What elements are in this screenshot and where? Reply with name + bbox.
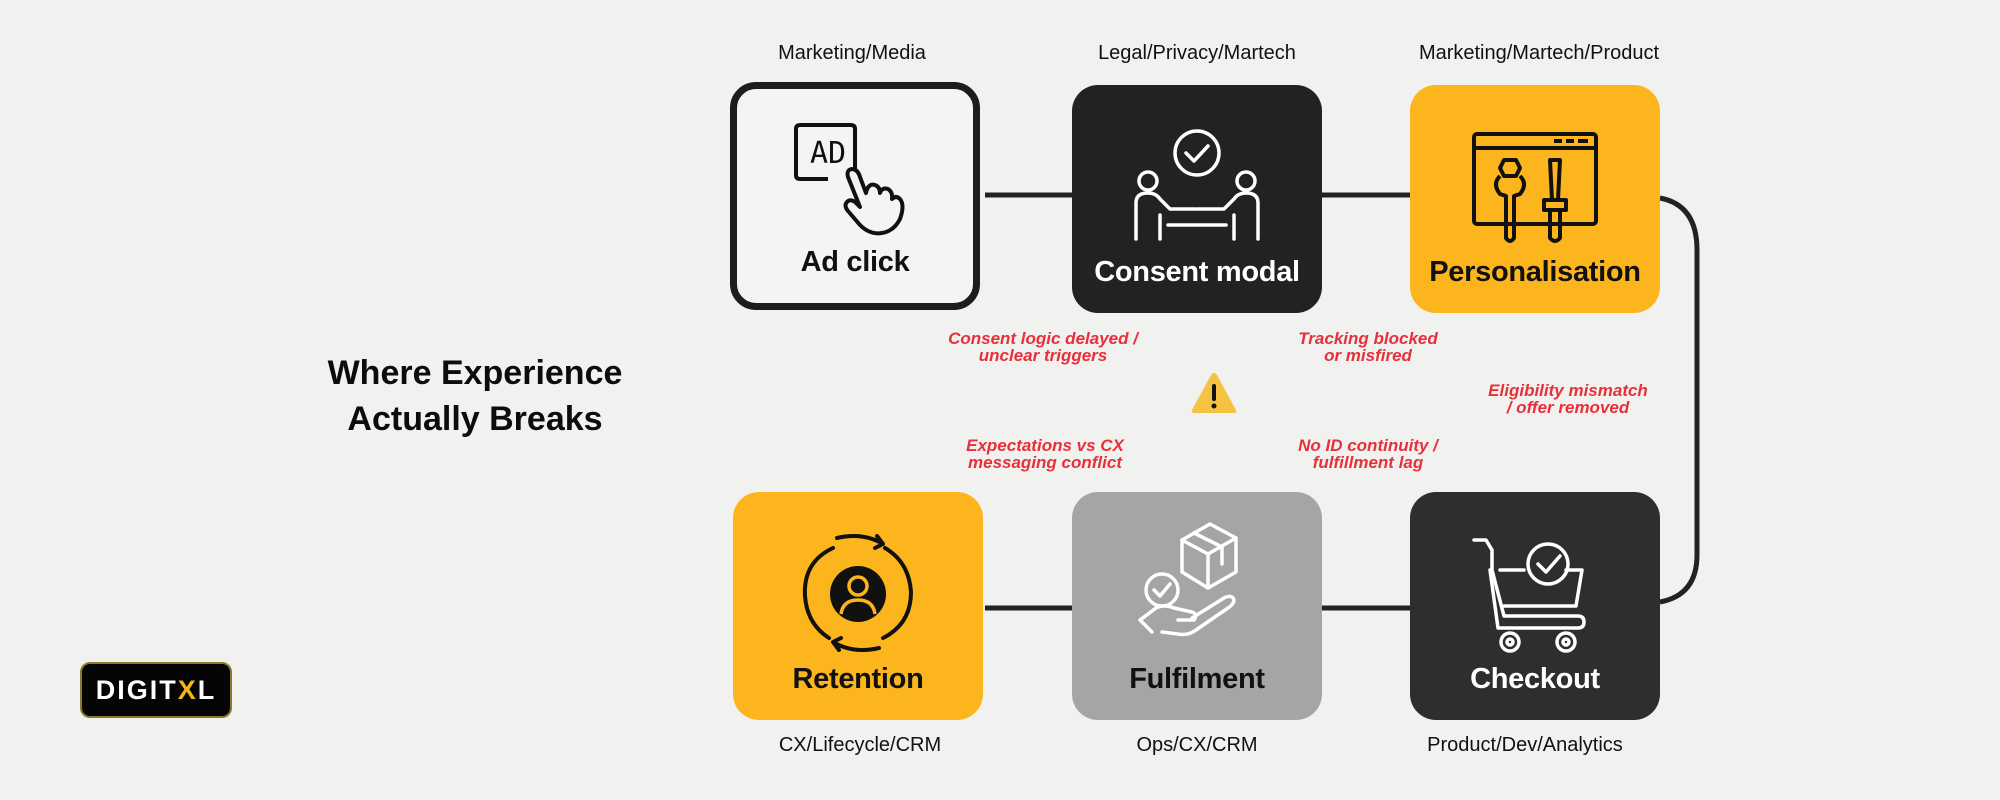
stage-label: Retention — [792, 663, 924, 695]
issue-line: No ID continuity / — [1298, 436, 1438, 455]
owner-label: Marketing/Martech/Product — [1418, 42, 1660, 64]
owner-label: Legal/Privacy/Martech — [1098, 42, 1296, 64]
stage-label: Personalisation — [1429, 256, 1641, 288]
user-cycle-icon — [802, 534, 914, 652]
page-title: Where Experience Actually Breaks — [250, 350, 700, 442]
issue-note: Consent logic delayed / unclear triggers — [923, 330, 1163, 364]
issue-line: Expectations vs CX — [966, 436, 1124, 455]
svg-text:AD: AD — [810, 136, 846, 171]
stage-ad-click[interactable]: AD Ad click — [730, 82, 980, 310]
stage-label: Ad click — [800, 246, 910, 278]
logo-text: L — [197, 674, 217, 705]
stage-personalisation[interactable]: Personalisation — [1410, 85, 1660, 313]
ad-click-icon: AD — [794, 123, 905, 236]
logo-accent: X — [177, 674, 198, 705]
issue-note: Tracking blocked or misfired — [1248, 330, 1488, 364]
stage-label: Checkout — [1470, 663, 1600, 695]
issue-line: fulfillment lag — [1312, 453, 1424, 472]
stage-consent-modal[interactable]: Consent modal — [1072, 85, 1322, 313]
owner-label: Product/Dev/Analytics — [1427, 734, 1623, 756]
issue-line: / offer removed — [1506, 398, 1630, 417]
issue-line: or misfired — [1324, 346, 1412, 365]
tools-window-icon — [1472, 132, 1598, 243]
issue-line: messaging conflict — [968, 453, 1122, 472]
issue-line: Tracking blocked — [1298, 329, 1438, 348]
stage-label: Fulfilment — [1129, 663, 1265, 695]
title-line-1: Where Experience — [327, 354, 623, 392]
package-hand-icon — [1138, 522, 1238, 637]
issue-note: No ID continuity / fulfillment lag — [1248, 437, 1488, 471]
issue-line: Eligibility mismatch — [1488, 381, 1648, 400]
stage-label: Consent modal — [1094, 256, 1300, 288]
consent-handshake-icon — [1134, 129, 1260, 241]
issue-note: Eligibility mismatch / offer removed — [1448, 382, 1688, 416]
owner-label: Marketing/Media — [778, 42, 926, 64]
issue-line: Consent logic delayed / — [948, 329, 1138, 348]
title-line-2: Actually Breaks — [347, 400, 603, 438]
stage-retention[interactable]: Retention — [733, 492, 983, 720]
logo-text: DIGIT — [95, 674, 178, 705]
cart-check-icon — [1472, 538, 1586, 653]
owner-label: CX/Lifecycle/CRM — [778, 734, 942, 756]
issue-line: unclear triggers — [978, 346, 1108, 365]
owner-label: Ops/CX/CRM — [1136, 734, 1258, 756]
stage-checkout[interactable]: Checkout — [1410, 492, 1660, 720]
issue-note: Expectations vs CX messaging conflict — [925, 437, 1165, 471]
stage-fulfilment[interactable]: Fulfilment — [1072, 492, 1322, 720]
warning-triangle-icon — [1191, 373, 1237, 413]
